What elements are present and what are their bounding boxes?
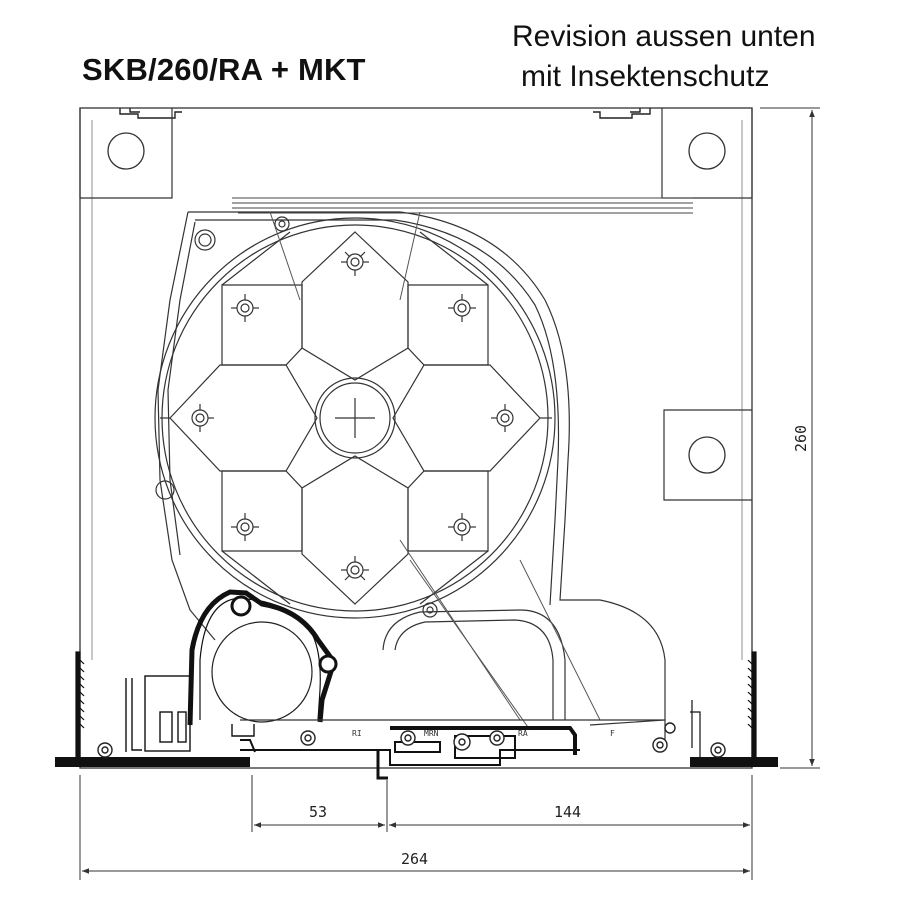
top-rail-clips xyxy=(119,108,651,119)
mounting-hole-icon xyxy=(107,132,726,474)
insect-screen-cassette xyxy=(187,589,338,726)
side-profile-left xyxy=(75,651,85,759)
part-labels: RI MRN RA F xyxy=(352,729,615,738)
dimension-total-width-label: 264 xyxy=(401,850,428,868)
dimension-lines xyxy=(79,107,820,880)
part-label-ri: RI xyxy=(352,729,362,738)
part-label-mrn: MRN xyxy=(424,729,439,738)
bottom-rail xyxy=(55,719,778,780)
winding-drum xyxy=(154,217,556,619)
guide-lines xyxy=(269,211,601,731)
side-profile-right xyxy=(690,651,757,760)
drawing-title: SKB/260/RA + MKT xyxy=(82,52,366,87)
side-guide-left xyxy=(125,675,255,752)
dimension-right-segment-label: 144 xyxy=(554,803,581,821)
part-label-f: F xyxy=(610,729,615,738)
dimension-height-label: 260 xyxy=(792,425,810,452)
revision-note-line1: Revision aussen unten xyxy=(512,20,816,53)
mounting-plates xyxy=(79,108,753,501)
dimension-left-segment-label: 53 xyxy=(309,803,327,821)
roller-housing xyxy=(155,211,666,726)
part-label-ra: RA xyxy=(518,729,528,738)
revision-note-line2: mit Insektenschutz xyxy=(521,60,770,93)
top-cover-rails xyxy=(232,197,693,214)
fastener-icon xyxy=(97,722,726,758)
fixing-point-icon xyxy=(191,216,514,618)
housing-outline xyxy=(79,107,753,769)
